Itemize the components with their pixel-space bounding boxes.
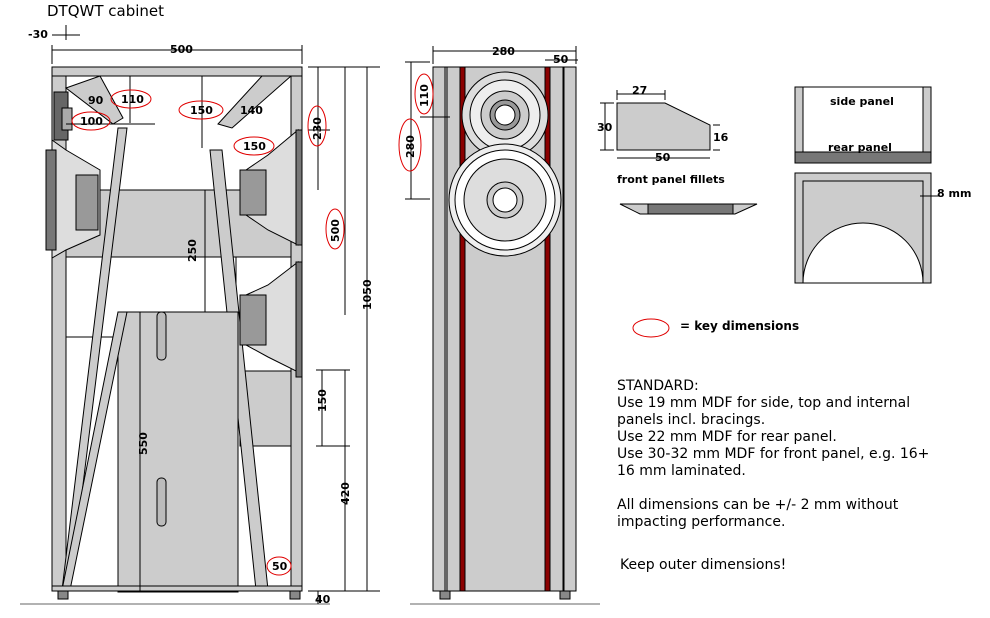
woofer [448,143,562,257]
rear-woofer-upper [239,128,303,246]
dim-110-side: 110 [121,93,144,106]
dim-50-bottom: 50 [272,560,288,573]
dim-280-width: 280 [492,45,515,58]
dim-100: 100 [80,115,103,128]
fillets-label: front panel fillets [617,173,725,186]
notes-line2: panels incl. bracings. [617,412,766,428]
dim-140: 140 [240,104,263,117]
dim-150-mid: 150 [243,140,266,153]
dim-1050: 1050 [361,279,374,310]
fillet-16: 16 [713,131,729,144]
dim-40: 40 [315,593,331,606]
fillet-27: 27 [632,84,647,97]
dim-150-lower: 150 [316,389,329,412]
notes-line7: impacting performance. [617,514,786,530]
top-panel [51,66,303,77]
notes-block: STANDARD: Use 19 mm MDF for side, top an… [617,378,977,531]
center-chamber [117,311,239,593]
notes-keep: Keep outer dimensions! [620,557,787,573]
front-view [398,46,600,605]
dim-250: 250 [186,239,199,262]
dim-150-upper: 150 [190,104,213,117]
legend-ellipse [632,318,670,338]
red-strip-left [459,66,466,592]
dim-500-side: 500 [329,219,342,242]
dim-280-front: 280 [404,135,417,158]
notes-line4: Use 30-32 mm MDF for front panel, e.g. 1… [617,446,930,462]
dim-420: 420 [339,482,352,505]
rear-panel-label: rear panel [828,141,892,154]
rear-woofer-lower [239,260,303,378]
dim-500-top: 500 [170,43,193,56]
dim-550: 550 [137,432,150,455]
fillet-50: 50 [655,151,671,164]
dim-8mm: 8 mm [937,187,971,200]
fillet-detail [600,90,758,215]
dim-230: 230 [311,117,324,140]
notes-line5: 16 mm laminated. [617,463,746,479]
dim-110-front: 110 [418,84,431,107]
red-strip-right [544,66,551,592]
dim-neg30: -30 [28,28,48,41]
notes-line1: Use 19 mm MDF for side, top and internal [617,395,911,411]
legend-label: = key dimensions [680,319,800,333]
side-panel-label: side panel [830,95,894,108]
panel-joint-detail [794,86,940,284]
side-view [20,25,380,605]
fillet-30: 30 [597,121,613,134]
dim-50-front: 50 [553,53,569,66]
dim-90: 90 [88,94,104,107]
notes-line3: Use 22 mm MDF for rear panel. [617,429,837,445]
tweeter [461,71,549,159]
diagram-title: DTQWT cabinet [47,2,165,20]
notes-line6: All dimensions can be +/- 2 mm without [617,497,899,513]
notes-standard: STANDARD: [617,378,699,394]
